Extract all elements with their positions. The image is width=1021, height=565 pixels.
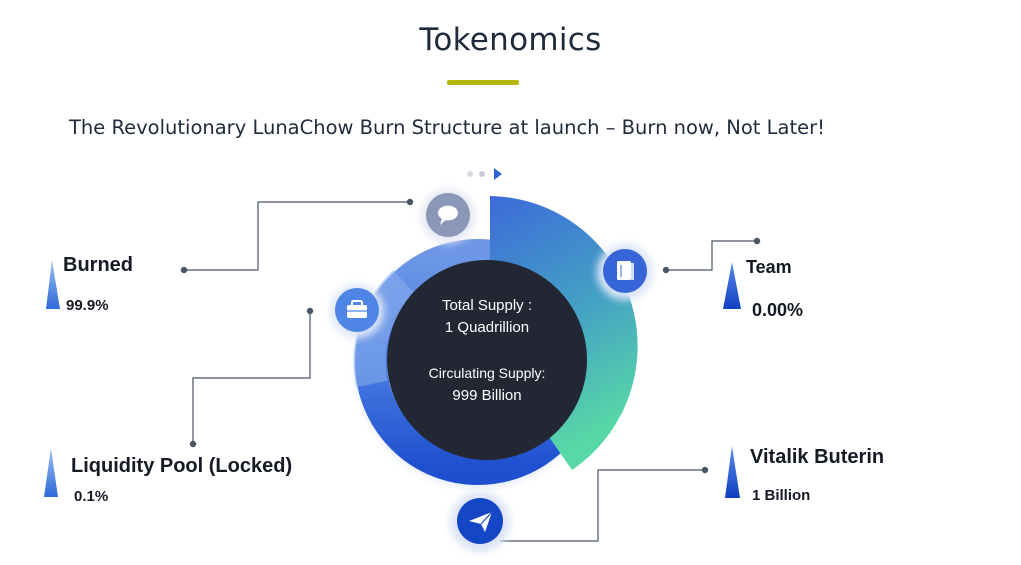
connector-dots xyxy=(180,198,761,474)
briefcase-icon xyxy=(330,284,384,338)
page-subtitle: The Revolutionary LunaChow Burn Structur… xyxy=(69,116,825,139)
chat-bubble-icon xyxy=(421,189,475,243)
liquidity-marker xyxy=(44,448,58,497)
burned-value: 99.9% xyxy=(66,297,109,314)
circulating-supply-label: Circulating Supply: xyxy=(429,365,546,381)
page-title: Tokenomics xyxy=(419,22,602,58)
team-value: 0.00% xyxy=(752,300,804,320)
connector-lines xyxy=(184,201,757,542)
liquidity-label: Liquidity Pool (Locked) xyxy=(71,455,293,477)
burned-marker xyxy=(46,260,60,309)
vitalik-label: Vitalik Buterin xyxy=(750,446,885,468)
total-supply-value: 1 Quadrillion xyxy=(445,319,529,336)
burned-label: Burned xyxy=(63,254,133,276)
vitalik-marker xyxy=(725,446,740,498)
title-underline xyxy=(447,80,519,85)
dot-decor xyxy=(479,171,485,177)
team-marker xyxy=(723,262,741,309)
paper-plane-icon xyxy=(450,492,510,552)
book-icon xyxy=(597,244,653,300)
center-circle xyxy=(387,260,587,460)
team-label: Team xyxy=(746,257,792,277)
liquidity-value: 0.1% xyxy=(74,488,109,505)
total-supply-label: Total Supply : xyxy=(442,297,532,314)
dot-decor xyxy=(467,171,473,177)
pointer-decor xyxy=(494,168,502,180)
circulating-supply-value: 999 Billion xyxy=(452,387,521,404)
vitalik-value: 1 Billion xyxy=(752,487,811,504)
